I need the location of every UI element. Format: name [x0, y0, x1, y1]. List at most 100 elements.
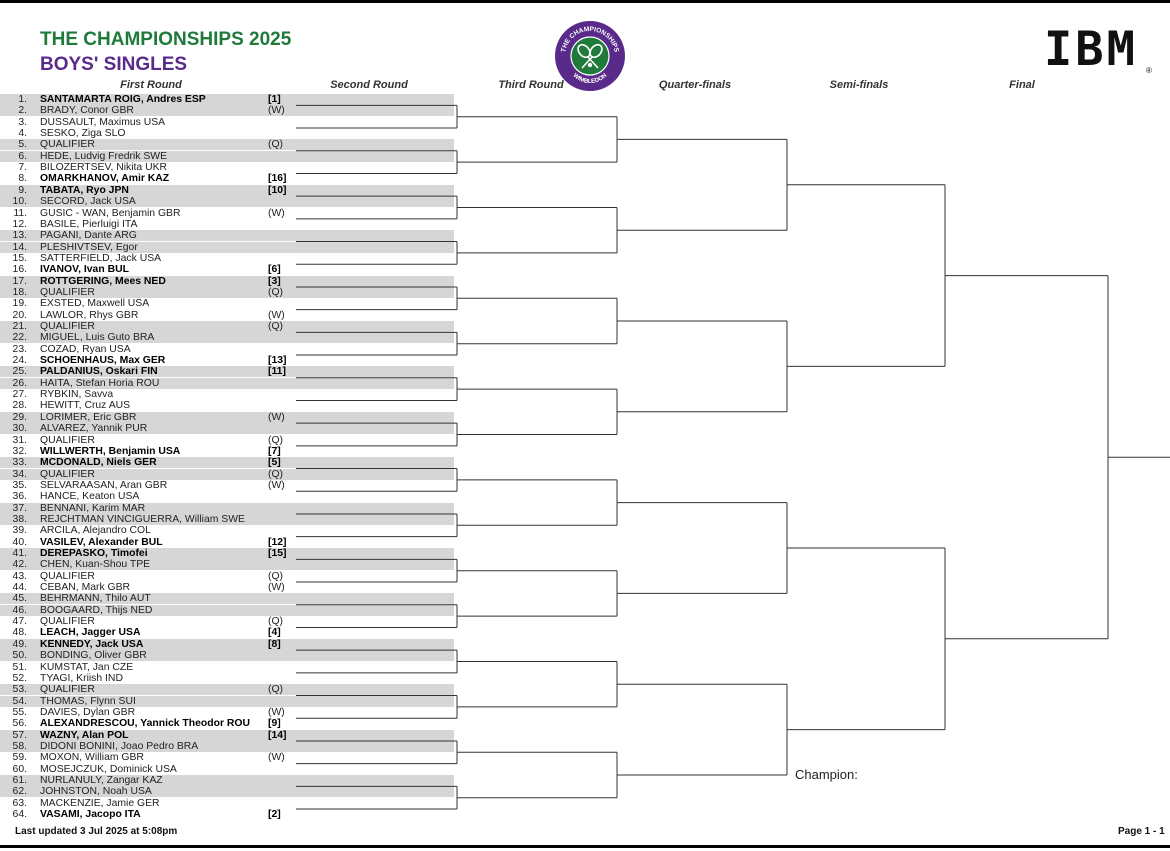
ibm-trademark: ® — [1146, 66, 1152, 75]
player-name: DAVIES, Dylan GBR — [40, 706, 136, 718]
draw-row: 46.BOOGAARD, Thijs NED — [0, 604, 454, 616]
round-heading-semi-finals: Semi-finals — [829, 79, 889, 91]
draw-row: 51.KUMSTAT, Jan CZE — [0, 662, 454, 673]
draw-row: 37.BENNANI, Karim MAR — [0, 502, 454, 514]
player-seed: (W) — [268, 706, 285, 718]
player-name: VASAMI, Jacopo ITA — [40, 809, 141, 821]
draw-row: 33.MCDONALD, Niels GER[5] — [0, 457, 454, 469]
draw-position: 45. — [12, 593, 27, 605]
draw-position: 24. — [12, 355, 27, 367]
player-name: SECORD, Jack USA — [40, 196, 136, 208]
page-subtitle: BOYS' SINGLES — [40, 54, 188, 75]
draw-row: 57.WAZNY, Alan POL[14] — [0, 729, 454, 741]
player-seed: [5] — [268, 457, 281, 469]
draw-row: 41.DEREPASKO, Timofei[15] — [0, 548, 454, 559]
player-name: HANCE, Keaton USA — [40, 491, 140, 503]
ibm-logo: IBM — [1040, 25, 1142, 75]
player-name: MACKENZIE, Jamie GER — [40, 797, 160, 809]
player-name: THOMAS, Flynn SUI — [40, 695, 136, 707]
player-name: ALEXANDRESCOU, Yannick Theodor ROU — [40, 718, 250, 730]
draw-row: 13.PAGANI, Dante ARG — [0, 230, 454, 242]
draw-position: 16. — [12, 264, 27, 276]
draw-position: 7. — [18, 162, 27, 174]
player-name: LAWLOR, Rhys GBR — [40, 309, 139, 321]
draw-row: 36.HANCE, Keaton USA — [0, 491, 454, 502]
draw-position: 6. — [18, 150, 27, 162]
draw-row: 59.MOXON, William GBR(W) — [0, 752, 454, 763]
round-heading-second: Second Round — [330, 79, 408, 91]
draw-row: 34.QUALIFIER(Q) — [0, 468, 454, 480]
player-seed: (Q) — [268, 684, 284, 696]
draw-row: 48.LEACH, Jagger USA[4] — [0, 627, 454, 638]
player-name: JOHNSTON, Noah USA — [40, 786, 152, 798]
player-name: MIGUEL, Luis Guto BRA — [40, 332, 155, 344]
player-name: RYBKIN, Savva — [40, 389, 114, 401]
draw-row: 8.OMARKHANOV, Amir KAZ[16] — [0, 173, 454, 184]
player-name: CHEN, Kuan-Shou TPE — [40, 559, 151, 571]
player-seed: [11] — [268, 366, 286, 378]
player-seed: (Q) — [268, 139, 284, 151]
player-seed: (W) — [268, 752, 285, 764]
draw-row: 21.QUALIFIER(Q) — [0, 321, 454, 332]
player-seed: (W) — [268, 309, 285, 321]
draw-row: 42.CHEN, Kuan-Shou TPE — [0, 559, 454, 571]
draw-row: 43.QUALIFIER(Q) — [0, 571, 454, 582]
player-name: CEBAN, Mark GBR — [40, 582, 131, 594]
draw-position: 47. — [12, 616, 27, 628]
draw-position: 51. — [12, 661, 27, 673]
draw-row: 24.SCHOENHAUS, Max GER[13] — [0, 355, 454, 366]
wimbledon-logo: THE CHAMPIONSHIPS WIMBLEDON — [555, 21, 625, 91]
draw-position: 28. — [12, 400, 27, 412]
player-name: BASILE, Pierluigi ITA — [40, 218, 138, 230]
player-seed: (W) — [268, 105, 285, 117]
draw-position: 59. — [12, 752, 27, 764]
draw-position: 52. — [12, 672, 27, 684]
draw-row: 44.CEBAN, Mark GBR(W) — [0, 582, 454, 593]
draw-position: 50. — [12, 650, 27, 662]
player-seed: [7] — [268, 445, 281, 457]
player-name: SESKO, Ziga SLO — [40, 128, 126, 140]
player-name: BRADY, Conor GBR — [40, 105, 134, 117]
draw-row: 23.COZAD, Ryan USA — [0, 344, 454, 355]
draw-row: 17.ROTTGERING, Mees NED[3] — [0, 275, 454, 287]
player-name: WAZNY, Alan POL — [40, 729, 129, 741]
player-name: ARCILA, Alejandro COL — [40, 525, 151, 537]
draw-position: 57. — [12, 729, 27, 741]
player-seed: [6] — [268, 264, 281, 276]
draw-position: 63. — [12, 797, 27, 809]
draw-row: 55.DAVIES, Dylan GBR(W) — [0, 707, 454, 718]
draw-position: 15. — [12, 252, 27, 264]
draw-position: 64. — [12, 809, 27, 821]
draw-position: 18. — [12, 286, 27, 298]
draw-row: 29.LORIMER, Eric GBR(W) — [0, 411, 454, 423]
draw-row: 54.THOMAS, Flynn SUI — [0, 695, 454, 707]
last-updated: Last updated 3 Jul 2025 at 5:08pm — [15, 826, 178, 837]
player-name: QUALIFIER — [40, 468, 95, 480]
draw-position: 20. — [12, 309, 27, 321]
player-name: LORIMER, Eric GBR — [40, 411, 137, 423]
player-name: BEHRMANN, Thilo AUT — [40, 593, 151, 605]
draw-position: 34. — [12, 468, 27, 480]
player-seed: (W) — [268, 411, 285, 423]
player-name: ALVAREZ, Yannik PUR — [40, 423, 148, 435]
player-name: COZAD, Ryan USA — [40, 343, 131, 355]
draw-row: 5. QUALIFIER (Q) — [0, 139, 454, 151]
draw-position: 12. — [12, 218, 27, 230]
player-name: PLESHIVTSEV, Egor — [40, 241, 138, 253]
player-name: QUALIFIER — [40, 139, 95, 151]
player-name: BILOZERTSEV, Nikita UKR — [40, 162, 168, 174]
draw-position: 5. — [18, 139, 27, 151]
draw-position: 1. — [18, 94, 27, 105]
draw-position: 41. — [12, 548, 27, 559]
draw-row: 62.JOHNSTON, Noah USA — [0, 786, 454, 798]
player-seed: [3] — [268, 275, 281, 287]
draw-position: 43. — [12, 570, 27, 582]
draw-row: 31.QUALIFIER(Q) — [0, 435, 454, 446]
draw-position: 31. — [12, 434, 27, 446]
player-seed: (Q) — [268, 570, 284, 582]
draw-position: 33. — [12, 457, 27, 469]
draw-position: 19. — [12, 298, 27, 310]
draw-row: 45. BEHRMANN, Thilo AUT — [0, 593, 454, 605]
player-seed: [13] — [268, 355, 287, 367]
